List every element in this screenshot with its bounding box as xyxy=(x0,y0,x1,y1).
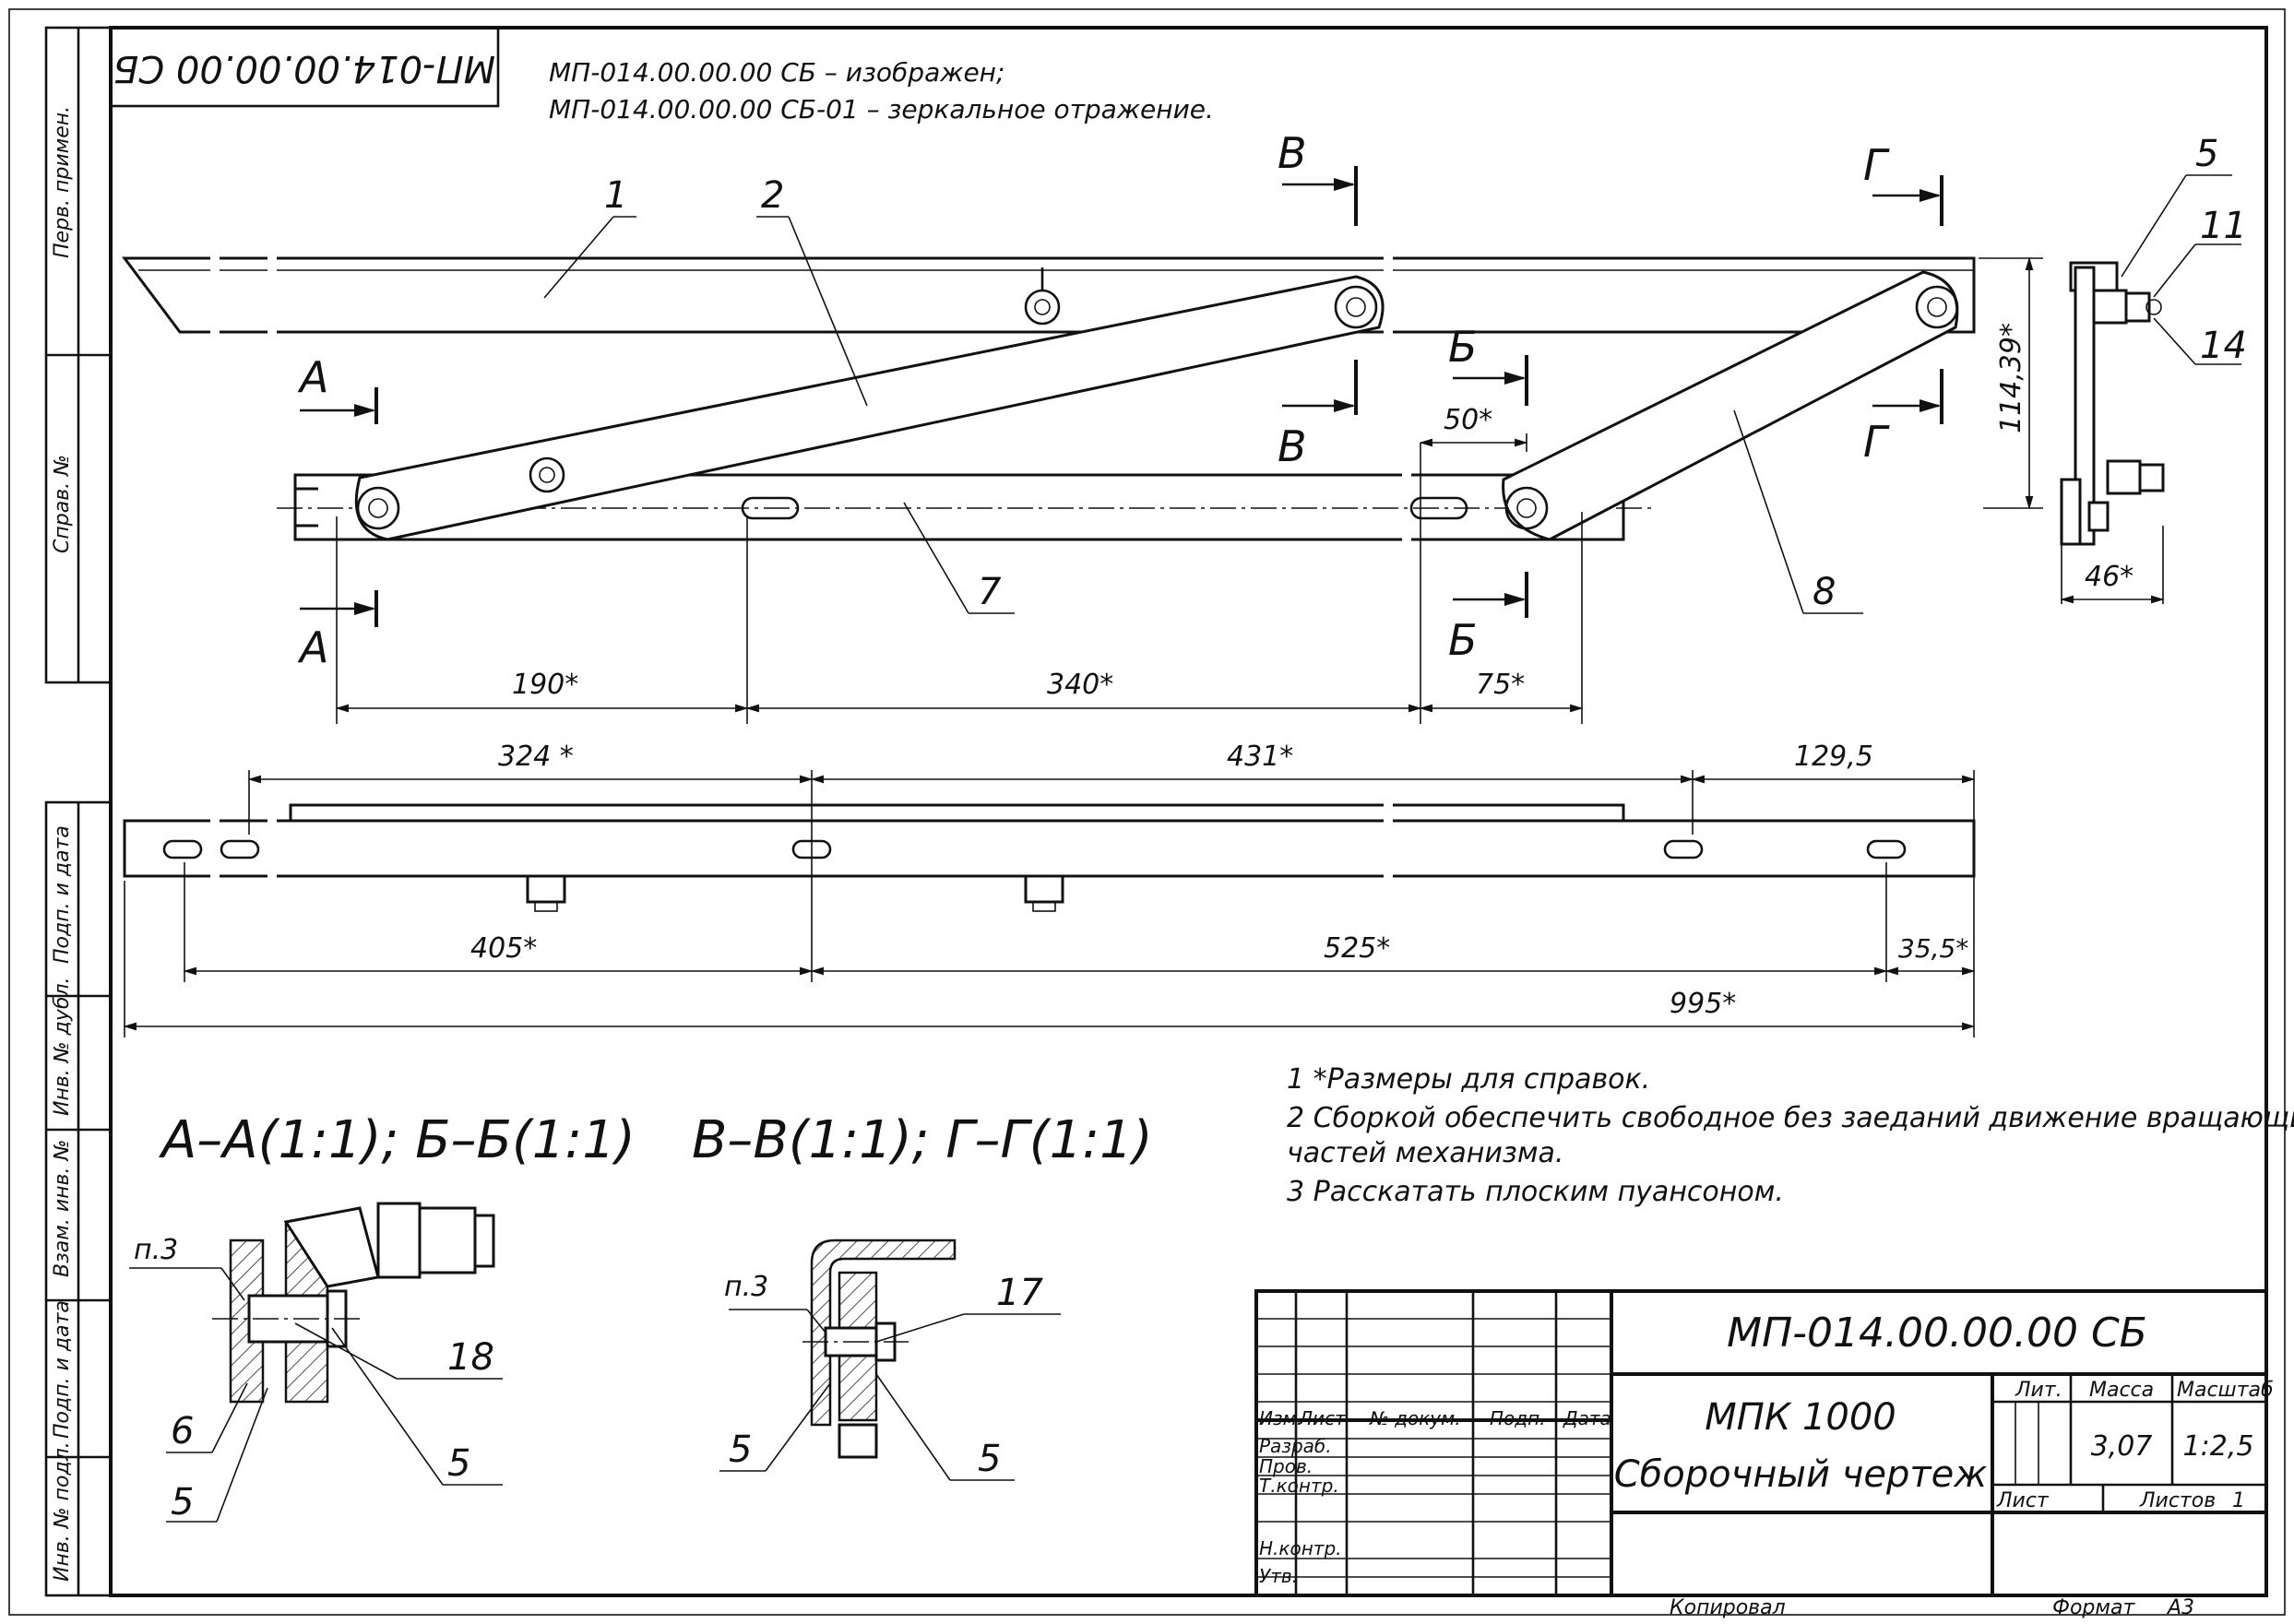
section-aa: п.3 18 6 5 5 xyxy=(129,1202,503,1523)
dim-431: 431* xyxy=(1227,741,1293,773)
section-g-top: Г xyxy=(1863,140,1890,190)
tb-sheets-label: Листов xyxy=(2139,1489,2216,1512)
tb-col-izm: Изм. xyxy=(1259,1407,1302,1429)
label-5-left-a: 5 xyxy=(171,1481,194,1523)
tb-sheets: 1 xyxy=(2232,1489,2245,1512)
left-stamp-bottom: Подп. и дата Инв. № дубл. Взам. инв. № П… xyxy=(44,800,113,1597)
header-note-1: МП-014.00.00.00 СБ – изображен; xyxy=(549,57,1004,88)
dim-35-5: 35,5* xyxy=(1898,933,1968,964)
dim-405: 405* xyxy=(470,932,537,965)
tb-role-prov: Пров. xyxy=(1259,1455,1313,1477)
dim-995: 995* xyxy=(1670,988,1736,1020)
part-number-14: 14 xyxy=(2200,325,2247,367)
section-b-top: Б xyxy=(1448,322,1478,372)
tb-col-list: Лист xyxy=(1298,1407,1347,1429)
note-2: 2 Сборкой обеспечить свободное без заеда… xyxy=(1287,1102,2294,1134)
stamp-podp-data-1: Подп. и дата xyxy=(51,825,74,964)
part-number-8: 8 xyxy=(1813,571,1836,613)
section-b-bottom: Б xyxy=(1448,615,1478,665)
note-2-cont: частей механизма. xyxy=(1287,1137,1563,1169)
dim-525: 525* xyxy=(1324,932,1390,965)
section-a-bottom: А xyxy=(297,622,328,672)
stamp-inv-podl: Инв. № подл. xyxy=(51,1441,74,1582)
label-p3-right: п.3 xyxy=(724,1271,768,1303)
tb-col-data: Дата xyxy=(1563,1407,1611,1429)
left-stamp-top: Перв. примен. Справ. № xyxy=(44,26,113,684)
section-a-top: А xyxy=(297,352,328,402)
dim-75: 75* xyxy=(1476,669,1525,701)
label-6: 6 xyxy=(171,1410,194,1452)
tb-role-utv: Утв. xyxy=(1259,1565,1298,1587)
dim-324: 324 * xyxy=(498,741,574,773)
tb-col-ndok: № докум. xyxy=(1369,1407,1461,1429)
stamp-perv-primen: Перв. примен. xyxy=(51,106,74,258)
section-v-top: В xyxy=(1278,128,1307,178)
title-block: Изм. Лист № докум. Подп. Дата Разраб. Пр… xyxy=(1254,1289,2274,1597)
link-part-2 xyxy=(354,275,1385,541)
section-title-left: А–А(1:1); Б–Б(1:1) xyxy=(159,1110,636,1170)
label-5-right-b: 5 xyxy=(978,1438,1001,1480)
dim-190: 190* xyxy=(512,669,578,701)
bar-part-1 xyxy=(122,256,1976,334)
outer-frame xyxy=(8,8,2286,1616)
tb-col-podp: Подп. xyxy=(1490,1407,1546,1429)
header-note-2: МП-014.00.00.00 СБ-01 – зеркальное отраж… xyxy=(549,94,1214,124)
tb-name-1: МПК 1000 xyxy=(1705,1396,1896,1439)
part-number-7: 7 xyxy=(978,571,1002,613)
note-1: 1 *Размеры для справок. xyxy=(1287,1063,1650,1096)
part-number-2: 2 xyxy=(761,174,784,217)
tb-role-tkontr: Т.контр. xyxy=(1259,1475,1339,1497)
side-view: 5 11 14 xyxy=(2060,133,2247,546)
part-number-5: 5 xyxy=(2195,133,2218,175)
tb-role-nkontr: Н.контр. xyxy=(1259,1537,1342,1559)
tb-lit-label: Лит. xyxy=(2015,1379,2062,1402)
section-vv: п.3 17 5 5 xyxy=(719,1239,1061,1481)
tb-name-2: Сборочный чертеж xyxy=(1614,1453,1988,1496)
label-5-right-a: 5 xyxy=(729,1428,752,1471)
section-g-bottom: Г xyxy=(1863,417,1890,467)
label-5-left-b: 5 xyxy=(447,1442,470,1485)
dim-114-39: 114,39* xyxy=(1995,323,2027,433)
tb-scale-label: Масштаб xyxy=(2177,1379,2274,1402)
stamp-podp-data-2: Подп. и дата xyxy=(51,1300,74,1439)
section-title-right: В–В(1:1); Г–Г(1:1) xyxy=(692,1110,1153,1170)
tb-mass: 3,07 xyxy=(2091,1430,2153,1463)
label-17: 17 xyxy=(996,1272,1043,1314)
stamp-vzam-inv: Взам. инв. № xyxy=(51,1140,74,1277)
rotated-designation: МП-014.00.00.00 СБ xyxy=(109,26,500,108)
bottom-view: 324 * 431* 129,5 405* 525* 35,5* 995* xyxy=(123,741,1976,1037)
dim-50: 50* xyxy=(1444,404,1492,436)
label-p3-left: п.3 xyxy=(134,1234,178,1266)
label-18: 18 xyxy=(447,1336,494,1379)
stamp-sprav: Справ. № xyxy=(51,455,74,553)
stamp-inv-dubl: Инв. № дубл. xyxy=(51,977,74,1116)
tb-scale: 1:2,5 xyxy=(2183,1430,2254,1463)
part-number-1: 1 xyxy=(604,174,627,217)
main-view: А А В В Б Б Г Г 1 2 7 8 xyxy=(122,128,2247,724)
dim-129-5: 129,5 xyxy=(1794,741,1873,773)
dim-46: 46* xyxy=(2085,561,2134,593)
footer-format: А3 xyxy=(2166,1596,2194,1619)
tb-role-razrab: Разраб. xyxy=(1259,1435,1332,1457)
tb-designation: МП-014.00.00.00 СБ xyxy=(1727,1310,2147,1357)
part-number-11: 11 xyxy=(2200,205,2247,247)
section-v-bottom: В xyxy=(1278,421,1307,471)
footer-copied: Копировал xyxy=(1670,1596,1786,1619)
designation-rotated: МП-014.00.00.00 СБ xyxy=(113,47,495,89)
note-3: 3 Расскатать плоским пуансоном. xyxy=(1287,1176,1784,1208)
tb-sheet-label: Лист xyxy=(1996,1489,2050,1512)
footer-format-label: Формат xyxy=(2052,1596,2135,1619)
tb-mass-label: Масса xyxy=(2089,1379,2154,1402)
dim-340: 340* xyxy=(1047,669,1113,701)
